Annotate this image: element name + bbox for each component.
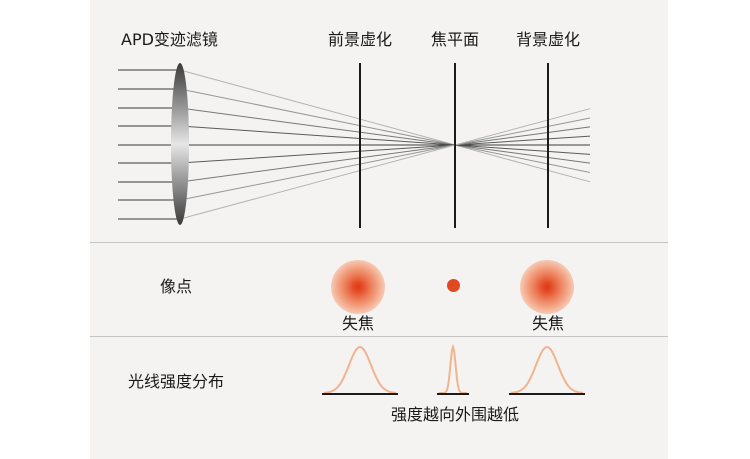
focused-spot	[447, 279, 460, 292]
light-distribution-label: 光线强度分布	[127, 372, 225, 391]
apd-lens-icon	[171, 63, 189, 225]
front-blur-label: 前景虚化	[327, 30, 393, 49]
divider-bottom	[90, 336, 668, 337]
back-blur-label: 背景虚化	[515, 30, 581, 49]
out-of-focus-label-left: 失焦	[341, 314, 375, 333]
intensity-curve-front	[323, 345, 397, 394]
optics-diagram	[118, 63, 591, 228]
blurred-spot-front	[331, 260, 385, 314]
image-point-label: 像点	[159, 277, 193, 296]
intensity-curve-back	[510, 345, 584, 394]
intensity-caption: 强度越向外围越低	[390, 405, 520, 424]
blurred-spot-back	[520, 260, 574, 314]
focal-plane-label: 焦平面	[430, 30, 480, 49]
out-of-focus-label-right: 失焦	[531, 314, 565, 333]
filter-label: APD变迹滤镜	[121, 30, 218, 49]
incoming-rays	[118, 69, 180, 220]
divider-top	[90, 242, 668, 243]
intensity-curve-focus	[439, 343, 467, 394]
